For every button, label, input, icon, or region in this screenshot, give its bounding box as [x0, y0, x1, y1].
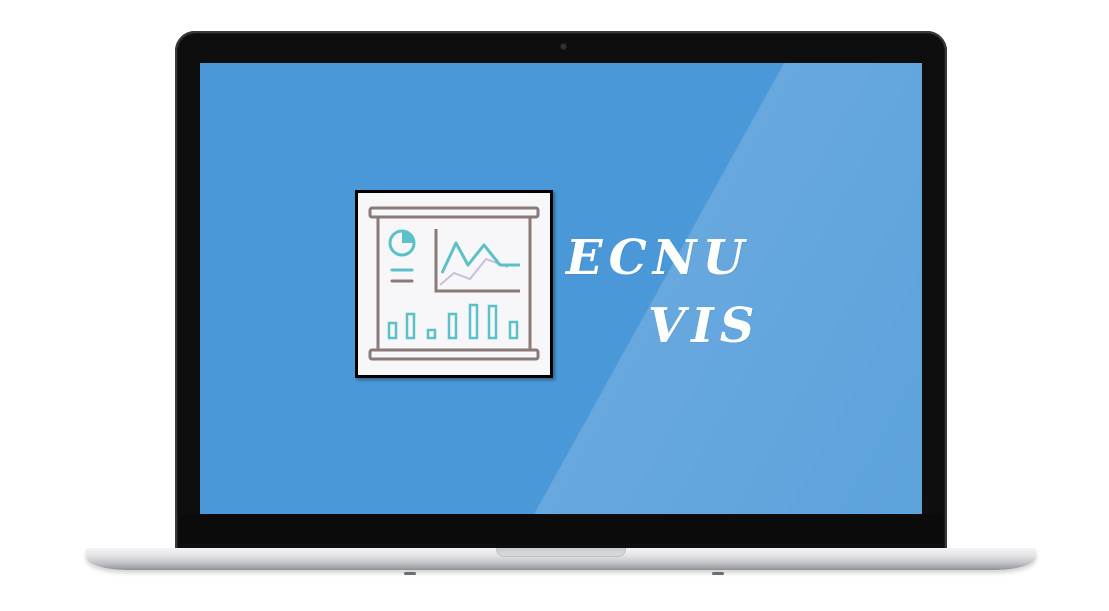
wordmark-vis: VIS: [648, 298, 761, 354]
laptop-base: [86, 548, 1036, 570]
laptop-foot-right: [712, 572, 724, 575]
dashboard-presentation-icon: [368, 206, 540, 361]
lid-opening-notch: [496, 548, 626, 557]
logo-icon-card: [355, 190, 553, 378]
wordmark-ecnu: ECNU: [566, 230, 751, 286]
laptop-foot-left: [404, 572, 416, 575]
bottom-bezel: [180, 514, 942, 544]
webcam-icon: [561, 44, 566, 49]
screen-glare: [200, 63, 922, 514]
laptop-screen: [200, 63, 922, 514]
